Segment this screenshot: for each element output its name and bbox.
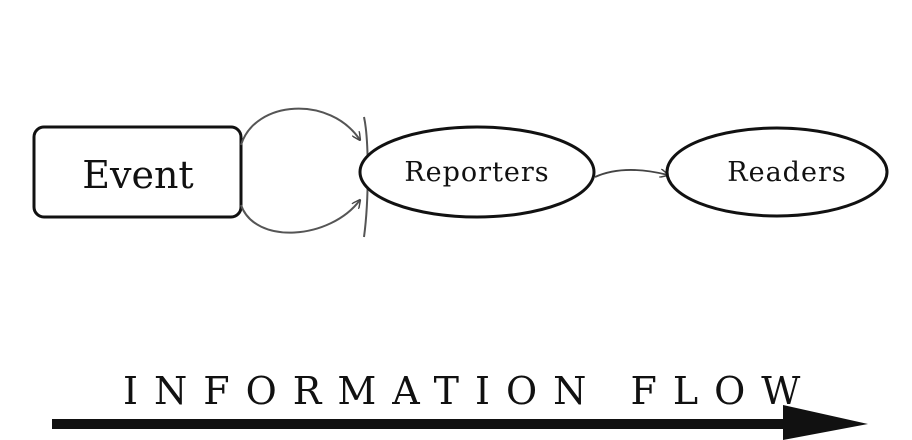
information-flow-arrow (52, 405, 868, 440)
readers-ellipse (665, 126, 889, 218)
reporters-node: Reporters (358, 125, 596, 219)
event-to-reporters-lower-connector (240, 200, 360, 234)
event-box (32, 125, 243, 219)
event-node: Event (32, 125, 243, 219)
readers-node: Readers (665, 126, 889, 218)
reporters-label: Reporters (404, 157, 549, 188)
reporters-to-readers-connector (594, 170, 668, 177)
readers-label: Readers (727, 157, 846, 188)
event-label: Event (82, 153, 193, 197)
event-to-reporters-upper-connector (240, 107, 360, 146)
reporters-ellipse (358, 125, 596, 219)
information-flow-label: INFORMATION FLOW (123, 369, 816, 413)
